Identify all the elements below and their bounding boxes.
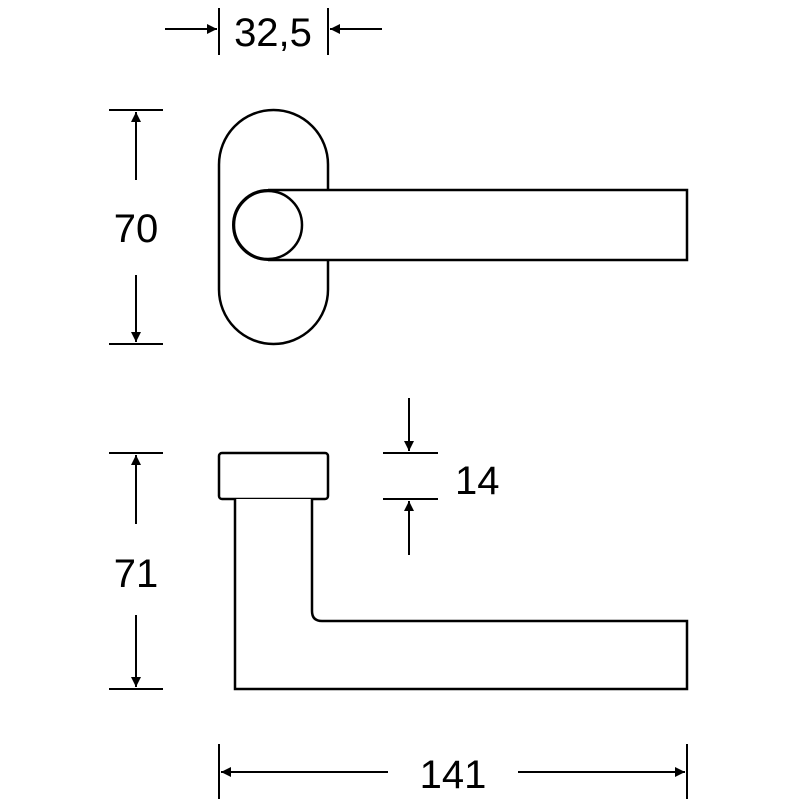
dimension-rose-height: 70 bbox=[109, 109, 163, 345]
lever-bar-front bbox=[268, 188, 689, 262]
side-view bbox=[217, 451, 689, 691]
lever-side bbox=[233, 499, 689, 691]
dimension-label-rose-thickness: 14 bbox=[455, 459, 500, 503]
rose-cap bbox=[217, 451, 330, 501]
dimension-label-rose-height: 70 bbox=[114, 207, 159, 251]
lever-boss-outline bbox=[232, 189, 269, 261]
lever-boss bbox=[232, 189, 304, 261]
dimension-lever-height: 71 bbox=[109, 452, 163, 690]
dimension-lever-length: 141 bbox=[218, 744, 688, 799]
dimension-rose-width: 32,5 bbox=[165, 8, 382, 55]
front-view bbox=[217, 108, 689, 346]
dimension-label-lever-height: 71 bbox=[114, 552, 159, 596]
dimension-label-rose-width: 32,5 bbox=[234, 11, 312, 55]
dimension-label-lever-length: 141 bbox=[420, 753, 487, 797]
dimension-rose-thickness: 14 bbox=[383, 398, 500, 555]
